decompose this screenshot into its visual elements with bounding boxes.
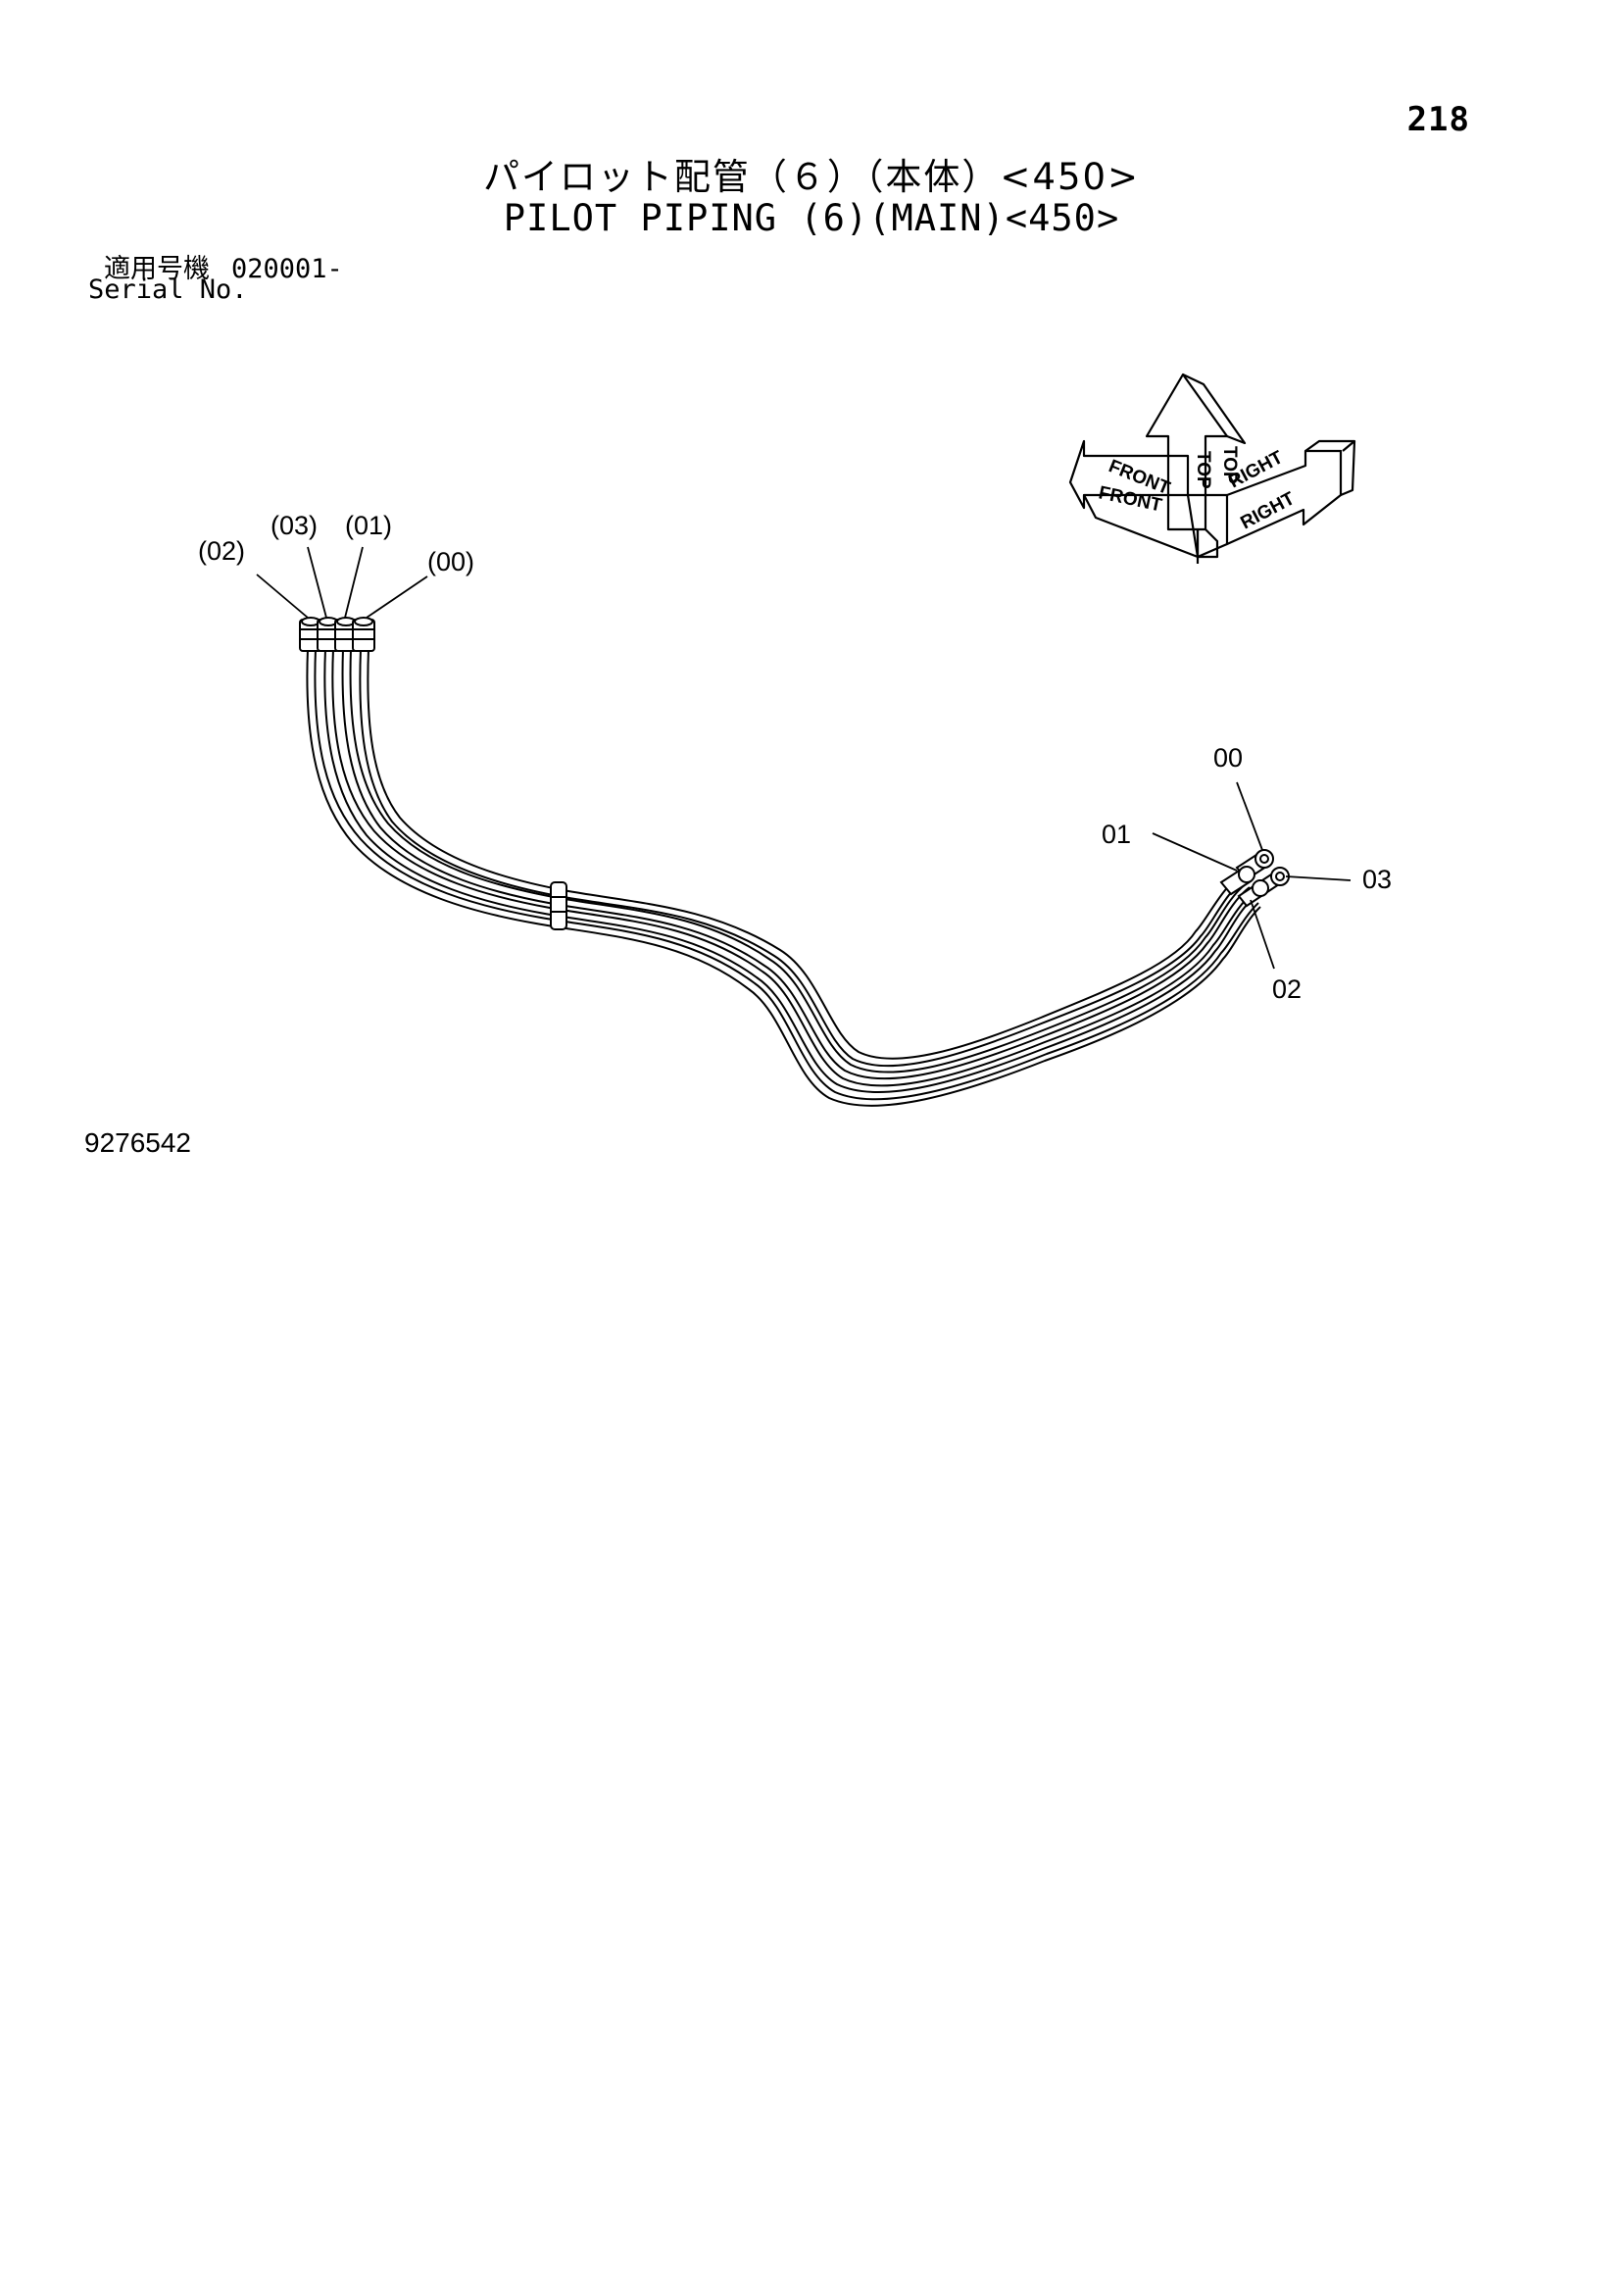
label-left-00: (00) xyxy=(427,547,474,576)
serial-value: 020001- xyxy=(231,254,343,284)
label-right-01: 01 xyxy=(1102,820,1131,849)
label-left-02: (02) xyxy=(198,536,245,566)
hose-00 xyxy=(359,648,1246,1068)
label-left-01: (01) xyxy=(345,511,392,540)
hose-02 xyxy=(306,648,1261,1107)
hose-clamp xyxy=(550,881,567,930)
orientation-indicator xyxy=(1068,373,1356,564)
fitting-left-02 xyxy=(299,617,322,652)
hose-bundle xyxy=(306,648,1261,1107)
page-title-english: PILOT PIPING (6)(MAIN)<450> xyxy=(503,197,1120,239)
fitting-left-01 xyxy=(334,617,358,652)
orientation-top-label: TOP xyxy=(1193,451,1213,489)
label-left-03: (03) xyxy=(270,511,318,540)
left-part-labels: (02) (03) (01) (00) xyxy=(198,511,474,576)
label-right-03: 03 xyxy=(1362,865,1392,894)
serial-number-row: 適用号機 020001- xyxy=(104,247,343,285)
hose-03 xyxy=(323,648,1255,1094)
front-arrow-icon xyxy=(1068,439,1190,510)
right-leader-lines xyxy=(1152,781,1352,970)
page-title-japanese: パイロット配管（６）（本体）<450> xyxy=(482,156,1141,198)
fitting-left-00 xyxy=(352,617,375,652)
right-part-labels: 00 01 03 02 xyxy=(1102,743,1392,1004)
right-fittings xyxy=(1219,849,1290,908)
orientation-top-label-lower: TOP xyxy=(1219,446,1240,484)
serial-label-japanese: 適用号機 xyxy=(104,254,210,284)
label-right-02: 02 xyxy=(1272,974,1302,1004)
left-fittings xyxy=(299,617,375,652)
top-arrow-icon xyxy=(1145,373,1229,531)
fitting-left-03 xyxy=(317,617,340,652)
fitting-right-02 xyxy=(1237,879,1269,908)
left-leader-lines xyxy=(256,546,428,619)
page-number: 218 xyxy=(1406,100,1470,139)
serial-label-english: Serial No. xyxy=(88,275,248,305)
fitting-right-01 xyxy=(1219,866,1255,896)
drawing-number: 9276542 xyxy=(84,1127,192,1158)
label-right-00: 00 xyxy=(1213,743,1243,773)
hose-01 xyxy=(341,648,1251,1080)
